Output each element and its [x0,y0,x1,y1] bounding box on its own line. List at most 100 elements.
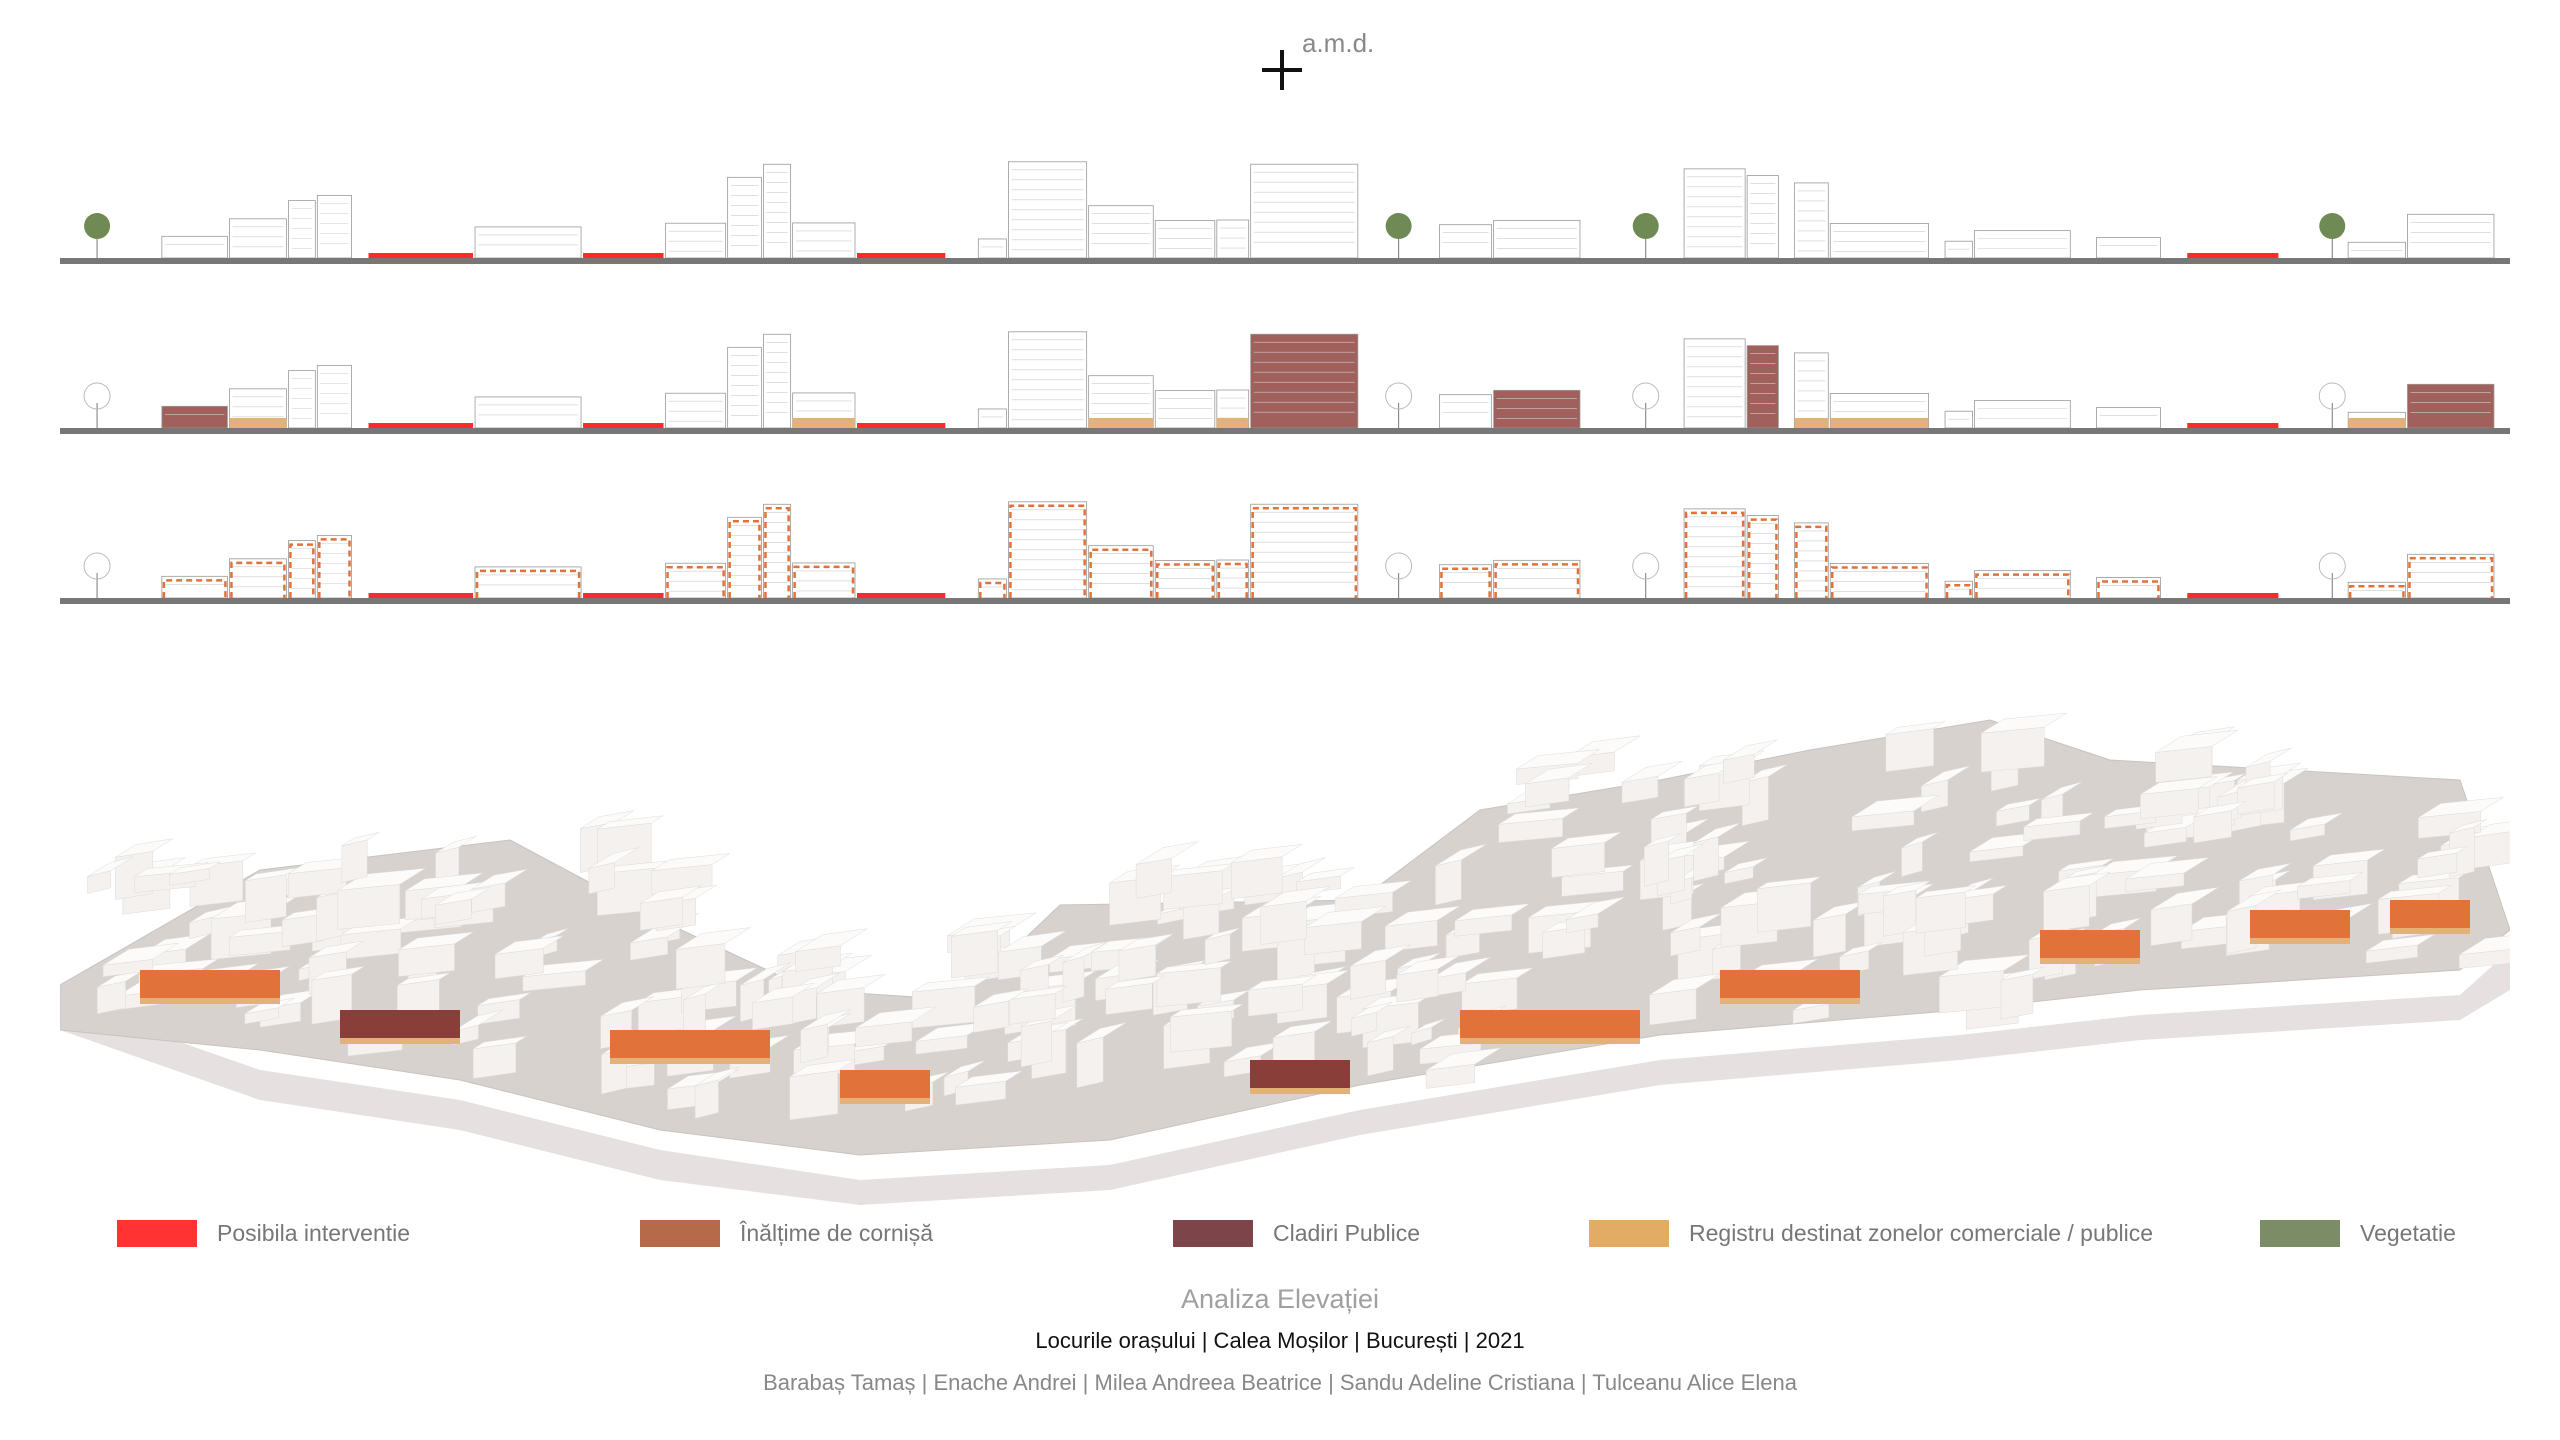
building-facade [2096,407,2161,429]
building-facade [1944,410,1973,429]
building-facade [727,516,762,599]
building-block-roof [1566,896,1626,920]
tree-icon [1632,552,1660,580]
building-facade [763,163,792,259]
tree-icon [2318,552,2346,580]
building-block-roof [1996,798,2041,812]
building-block-front [1231,856,1283,900]
building-facade [1250,503,1359,599]
cornice-line [230,561,286,598]
building-facade [229,218,287,259]
tree-icon [1385,382,1413,410]
building-block-roof [2150,887,2219,911]
building-block-roof [1757,876,1821,889]
building-facade [665,392,727,429]
building-block-roof [2469,821,2510,838]
cornice-line [2408,557,2494,598]
intervention-zone [2187,253,2279,258]
building-facade [1088,545,1154,599]
legend-swatch [640,1219,720,1247]
building-block-roof [1248,975,1317,991]
building-block-roof [1156,960,1232,974]
building-block-roof [398,931,474,951]
building-facade [1439,564,1493,599]
intervention-zone [368,423,474,428]
commercial-register-highlight [840,1098,930,1104]
building-block-roof [2417,846,2468,860]
building-block-roof [2000,966,2045,981]
building-facade [316,534,352,599]
building-block-front [1367,1036,1394,1077]
building-block-roof [2226,889,2282,912]
building-facade [1216,219,1250,259]
facade-cornice-highlight [2390,900,2470,932]
elevation-strip-cornice [60,501,2510,604]
building-block-front [1435,859,1462,906]
facade-cornice-highlight [1250,1060,1350,1092]
building-block-front [1118,944,1156,982]
building-block-front [1757,882,1812,933]
building-block-front [951,930,998,979]
building-block-roof [1435,843,1487,867]
building-block-roof [1385,905,1461,927]
building-block-roof [600,996,654,1017]
cornice-line [475,569,581,598]
building-block-front [1461,977,1518,1016]
intervention-zone [856,423,946,428]
building-block-roof [494,935,564,955]
building-block-roof [1981,712,2067,734]
building-facade [1793,522,1829,599]
building-block-roof [2043,872,2111,892]
cornice-line [1251,506,1358,598]
building-block-roof [2378,885,2452,900]
building-block-roof [943,1060,986,1078]
building-block-roof [1461,967,1534,985]
building-block-roof [1551,831,1622,849]
building-facade [1746,175,1779,259]
building-block-roof [1839,942,1883,957]
facade-cornice-highlight [140,970,280,1002]
building-block-front [2468,831,2510,869]
building-block-roof [2459,935,2510,955]
building-block-roof [580,810,634,829]
building-block-front [2150,903,2193,947]
cornice-line [2348,585,2405,598]
legend-item-vegetatie: Vegetatie [2260,1218,2456,1248]
cornice-line [1494,563,1580,598]
intervention-zone [583,593,664,598]
building-facade [763,333,792,429]
commercial-register-highlight [2250,938,2350,944]
cornice-line [318,538,351,598]
building-facade [1154,390,1216,429]
building-facade [1250,333,1359,429]
facade-cornice-highlight [840,1070,930,1102]
building-block-front [1813,913,1846,958]
cornice-line [1156,563,1215,598]
building-facade [977,578,1007,599]
poster-title: Analiza Elevației [1180,1284,1380,1314]
commercial-register-highlight [2040,958,2140,964]
building-block-front [1649,988,1697,1026]
logo-text: a.m.d. [1302,28,1375,58]
building-block-roof [795,928,868,952]
commercial-register [2348,418,2406,428]
intervention-zone [856,593,946,598]
cornice-line [1747,518,1778,598]
commercial-register-highlight [1720,998,1860,1004]
building-block-roof [1170,1003,1244,1018]
building-block-roof [1396,955,1460,976]
building-block-front [87,870,111,895]
cornice-line [1945,583,1972,598]
building-facade [229,558,287,599]
building-block-front [1915,891,1966,934]
building-block-front [1939,970,2004,1014]
building-block-roof [311,966,365,981]
building-facade [288,370,316,429]
commercial-register-highlight [340,1038,460,1044]
building-block-roof [816,974,886,994]
building-block-front [341,839,368,883]
tree-icon [2318,382,2346,410]
building-facade [316,194,352,259]
building-block-roof [597,815,664,830]
building-block-roof [1105,975,1165,990]
